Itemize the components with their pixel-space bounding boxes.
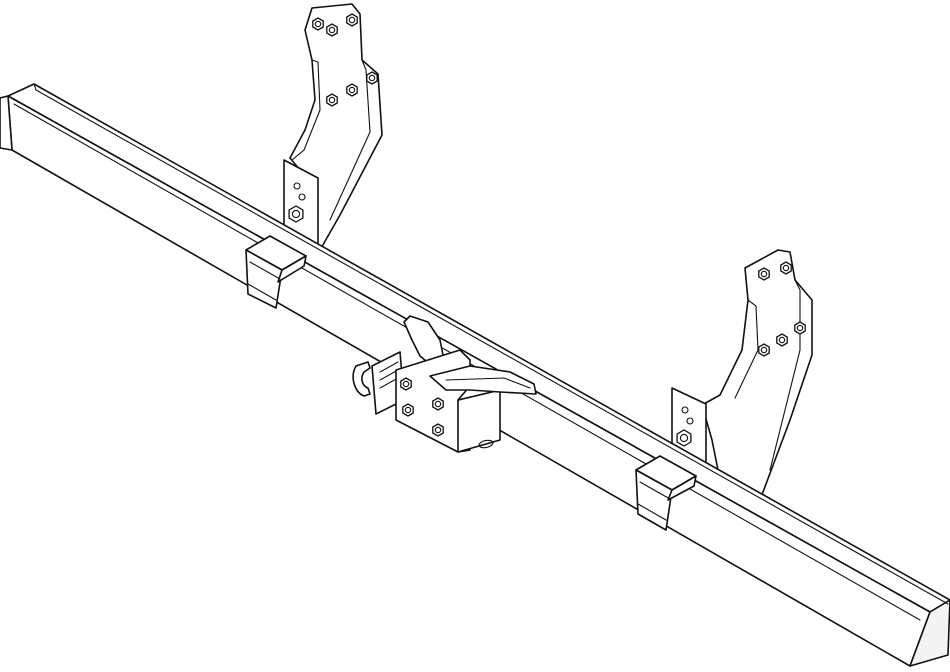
hex-bolt [346,83,358,97]
hex-bolt [676,429,692,447]
hex-bolt [288,205,304,223]
hex-bolt [326,93,338,107]
hex-bolt [776,333,788,347]
hex-bolt [346,13,358,27]
right-clamp-collar [635,455,697,531]
hex-bolt [794,321,806,335]
hex-bolt [402,403,414,417]
hex-bolt [326,23,338,37]
hex-bolt [758,267,770,281]
left-clamp-collar [245,235,307,309]
hex-bolt [432,423,444,437]
hex-bolt [758,343,770,357]
bolts [288,13,806,447]
hex-bolt [366,71,378,85]
hex-bolt [780,261,792,275]
hex-bolt [400,377,412,391]
hex-bolt [432,397,444,411]
hex-bolt [312,17,324,31]
left-mounting-bracket [283,3,383,251]
